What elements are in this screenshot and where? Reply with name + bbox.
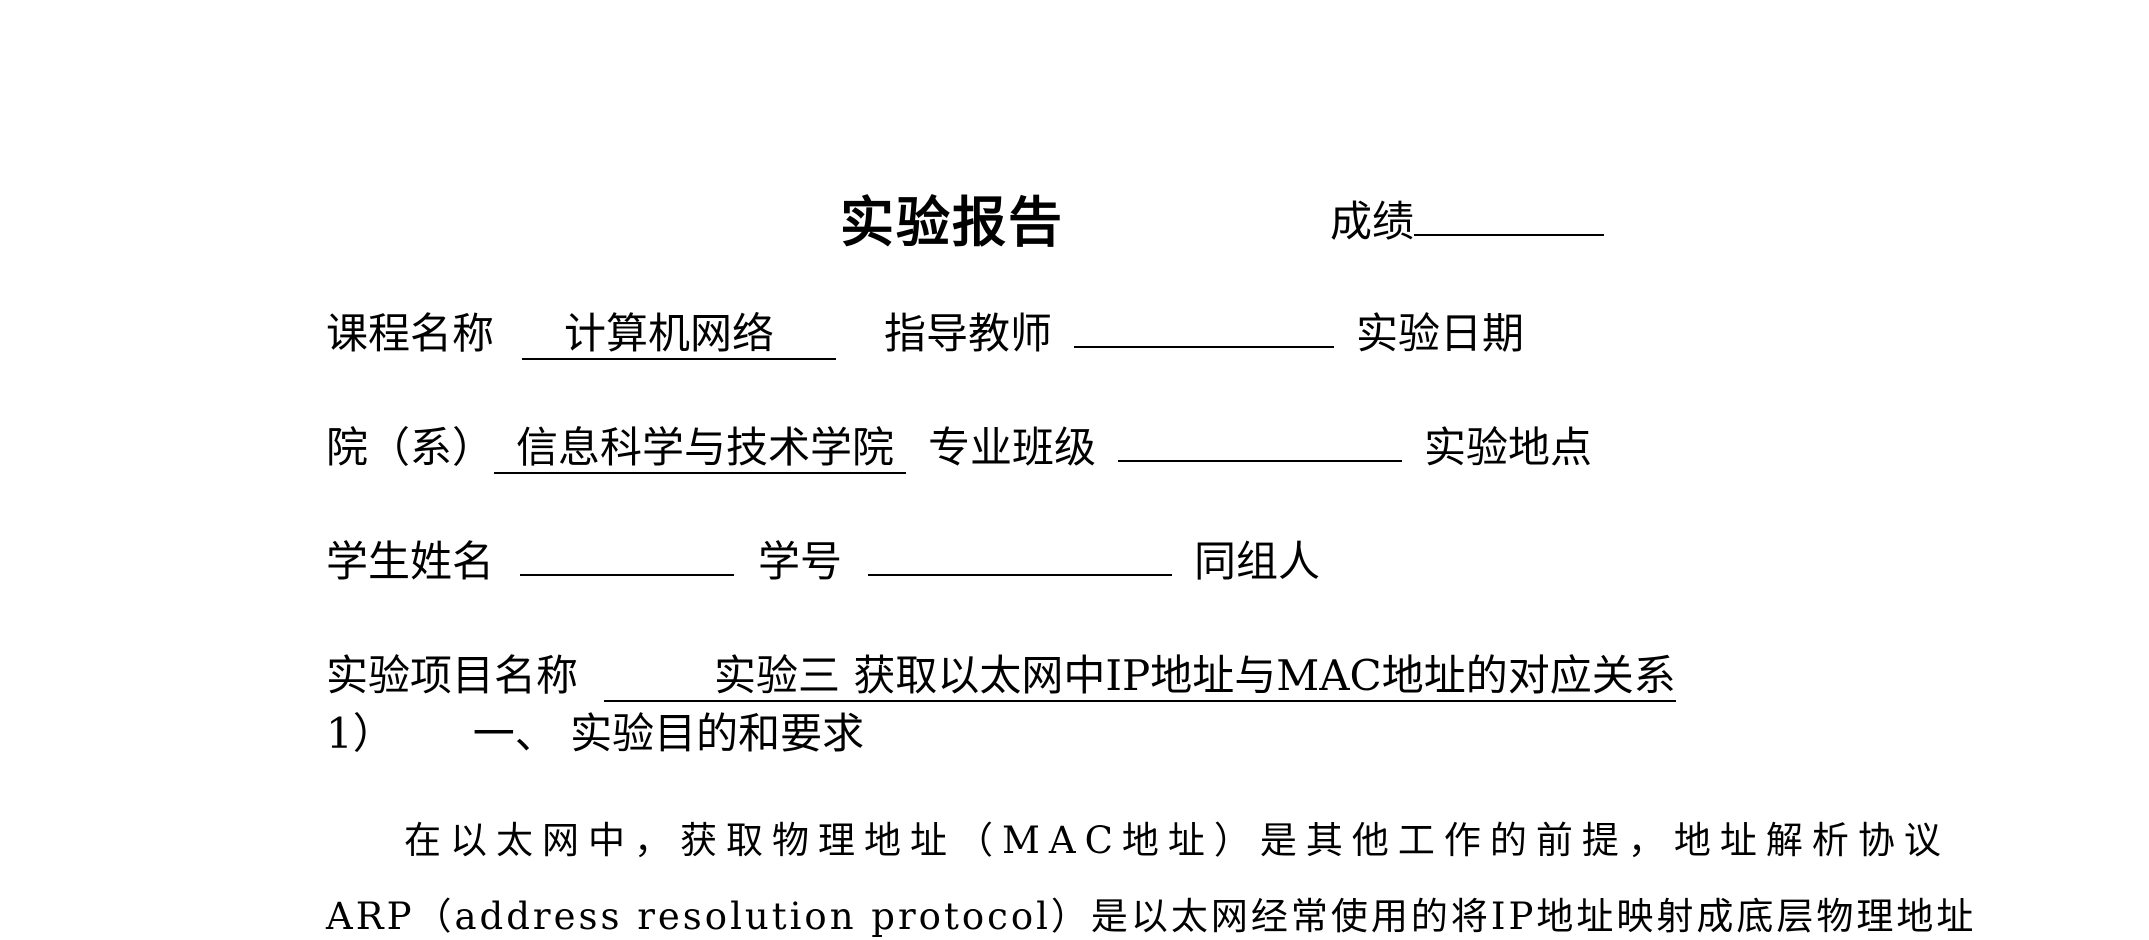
score-field: 成绩 (1330, 188, 1605, 249)
dept-row: 院（系） 信息科学与技术学院 专业班级 实验地点 (326, 414, 1592, 475)
score-label: 成绩 (1330, 197, 1415, 246)
major-label: 专业班级 (928, 423, 1097, 472)
section-title: 一、 实验目的和要求 (472, 709, 865, 758)
teacher-label: 指导教师 (884, 309, 1053, 358)
dept-label: 院（系） (326, 423, 495, 472)
project-row: 实验项目名称 实验三 获取以太网中IP地址与MAC地址的对应关系 (326, 642, 1676, 703)
student-row: 学生姓名 学号 同组人 (326, 528, 1320, 589)
section-number: 1） (326, 709, 395, 758)
report-title: 实验报告 (840, 191, 1064, 254)
project-value[interactable]: 实验三 获取以太网中IP地址与MAC地址的对应关系 (604, 651, 1676, 703)
group-label: 同组人 (1194, 537, 1321, 586)
paragraph-line-1: 在以太网中，获取物理地址（MAC地址）是其他工作的前提，地址解析协议 (404, 819, 1950, 862)
location-label: 实验地点 (1424, 423, 1593, 472)
major-blank[interactable] (1118, 418, 1403, 462)
section-heading: 1） 一、 实验目的和要求 (326, 700, 864, 761)
id-label: 学号 (758, 537, 843, 586)
date-label: 实验日期 (1356, 309, 1525, 358)
paragraph-line-2: ARP（address resolution protocol）是以太网经常使用… (326, 895, 1977, 938)
dept-value[interactable]: 信息科学与技术学院 (494, 423, 907, 475)
student-label: 学生姓名 (326, 537, 495, 586)
student-blank[interactable] (520, 532, 735, 576)
score-blank[interactable] (1414, 192, 1605, 236)
course-row: 课程名称 计算机网络 指导教师 实验日期 (326, 300, 1524, 361)
project-label: 实验项目名称 (326, 651, 579, 700)
id-blank[interactable] (868, 532, 1173, 576)
teacher-blank[interactable] (1074, 304, 1335, 348)
course-label: 课程名称 (326, 309, 495, 358)
course-value[interactable]: 计算机网络 (522, 309, 837, 361)
